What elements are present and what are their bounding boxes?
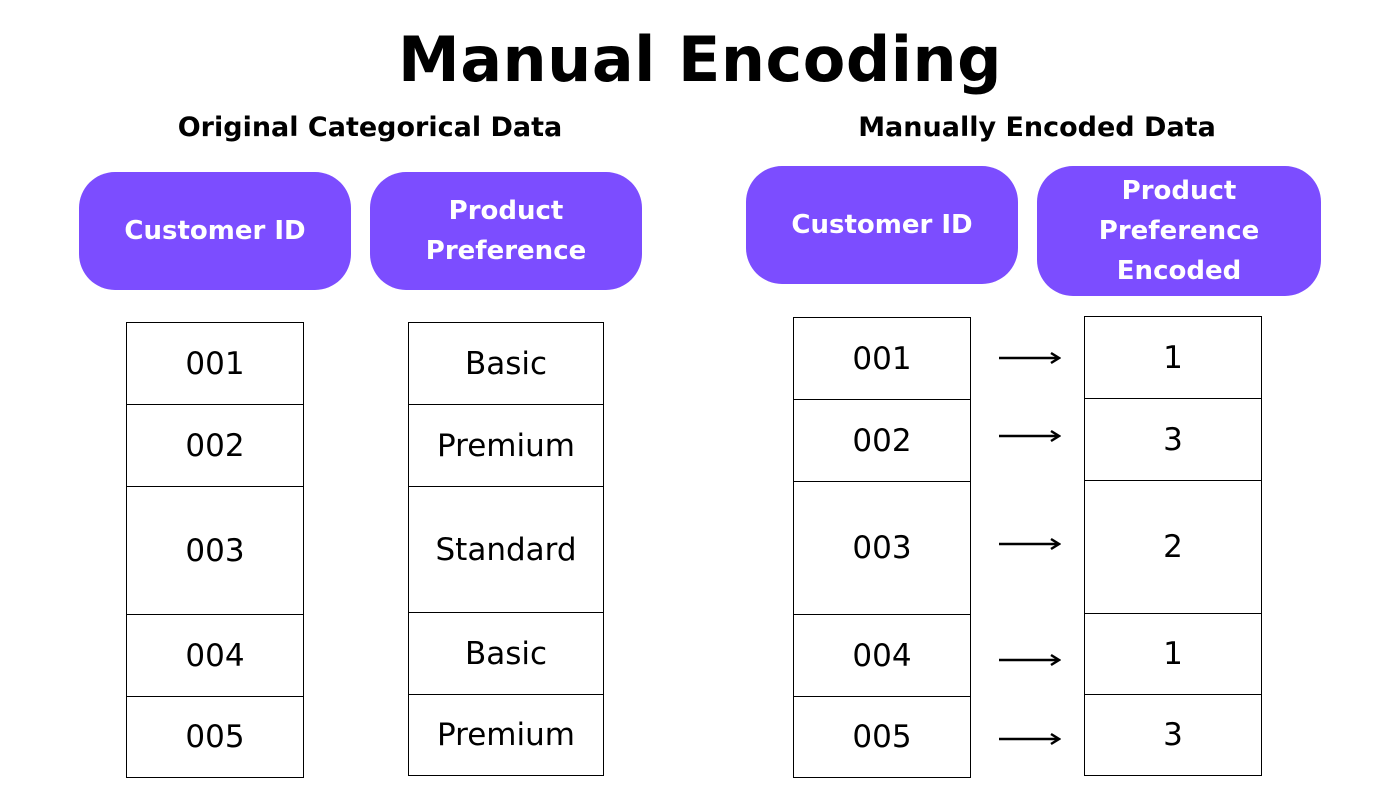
right-subtitle: Manually Encoded Data	[858, 112, 1216, 143]
table-cell: 004	[126, 614, 304, 697]
table-cell: 003	[126, 486, 304, 615]
left-id-5: 005	[185, 719, 245, 755]
table-cell: Basic	[408, 612, 604, 695]
table-cell: Standard	[408, 486, 604, 613]
table-cell: Premium	[408, 694, 604, 776]
left-header-customer-id-label: Customer ID	[124, 216, 306, 246]
left-id-1: 001	[185, 345, 245, 382]
right-arrow-icon	[999, 429, 1061, 443]
right-arrow-icon	[999, 653, 1061, 667]
right-value-4: 1	[1163, 636, 1183, 672]
left-header-customer-id: Customer ID	[79, 172, 351, 290]
right-arrow-icon	[999, 732, 1061, 746]
right-header-product-preference-encoded-label: Product Preference Encoded	[1098, 176, 1260, 286]
page-title: Manual Encoding	[398, 23, 1002, 96]
right-value-5: 3	[1163, 717, 1183, 753]
right-id-1: 001	[852, 340, 912, 377]
right-id-4: 004	[852, 637, 912, 674]
table-cell: 002	[126, 404, 304, 487]
right-value-1: 1	[1163, 339, 1183, 376]
right-id-2: 002	[852, 422, 912, 459]
table-cell: 003	[793, 481, 971, 615]
left-value-2: Premium	[437, 427, 575, 464]
right-header-customer-id-label: Customer ID	[791, 210, 973, 240]
table-cell: 1	[1084, 316, 1262, 399]
left-value-1: Basic	[464, 345, 548, 382]
table-cell: 001	[126, 322, 304, 405]
right-arrow-icon	[999, 351, 1061, 365]
right-header-product-preference-encoded: Product Preference Encoded	[1037, 166, 1321, 296]
right-value-3: 2	[1163, 529, 1183, 565]
table-cell: 1	[1084, 613, 1262, 695]
table-cell: 002	[793, 399, 971, 482]
table-cell: Basic	[408, 322, 604, 405]
table-cell: 3	[1084, 398, 1262, 481]
table-cell: 3	[1084, 694, 1262, 776]
table-cell: 004	[793, 614, 971, 697]
table-cell: 005	[126, 696, 304, 778]
table-cell: Premium	[408, 404, 604, 487]
table-cell: 001	[793, 317, 971, 400]
right-arrow-icon	[999, 537, 1061, 551]
right-id-5: 005	[852, 719, 912, 755]
right-header-customer-id: Customer ID	[746, 166, 1018, 284]
left-value-5: Premium	[437, 717, 575, 753]
left-value-4: Basic	[464, 635, 548, 672]
left-header-product-preference-label: Product Preference	[425, 196, 587, 266]
left-id-3: 003	[185, 532, 245, 569]
left-value-3: Standard	[435, 531, 577, 568]
table-cell: 005	[793, 696, 971, 778]
left-subtitle: Original Categorical Data	[177, 112, 563, 143]
left-id-2: 002	[185, 427, 245, 464]
left-id-4: 004	[185, 637, 245, 674]
table-cell: 2	[1084, 480, 1262, 614]
right-id-3: 003	[852, 530, 912, 566]
left-header-product-preference: Product Preference	[370, 172, 642, 290]
right-value-2: 3	[1163, 421, 1183, 458]
